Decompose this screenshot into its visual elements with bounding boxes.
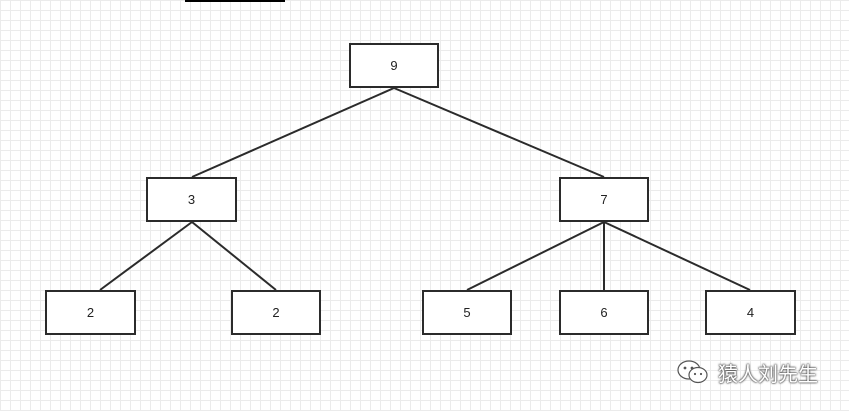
tree-node: 3 [146,177,237,222]
node-label: 5 [463,305,471,320]
node-label: 7 [600,192,608,207]
top-edge-bar [185,0,285,2]
tree-node: 7 [559,177,649,222]
node-label: 4 [746,305,755,320]
watermark: 猿人刘先生 [676,358,818,386]
watermark-text: 猿人刘先生 [718,361,818,386]
leaf-node: 2 [231,290,321,335]
edge-9-3 [191,87,395,178]
node-label: 6 [600,305,608,320]
leaf-node: 4 [705,290,796,335]
edge-9-7 [393,87,605,178]
wechat-icon [677,360,708,384]
node-label: 9 [390,58,398,73]
leaf-node: 5 [422,290,512,335]
node-label: 3 [187,192,196,207]
leaf-node: 6 [559,290,649,335]
edge-7-4 [603,221,751,291]
leaf-node: 2 [45,290,136,335]
node-label: 2 [86,305,95,320]
root-node: 9 [349,43,439,88]
edge-7-5 [466,221,605,291]
edge-3-2b [191,221,277,291]
edge-3-2a [99,221,193,291]
node-label: 2 [272,305,280,320]
